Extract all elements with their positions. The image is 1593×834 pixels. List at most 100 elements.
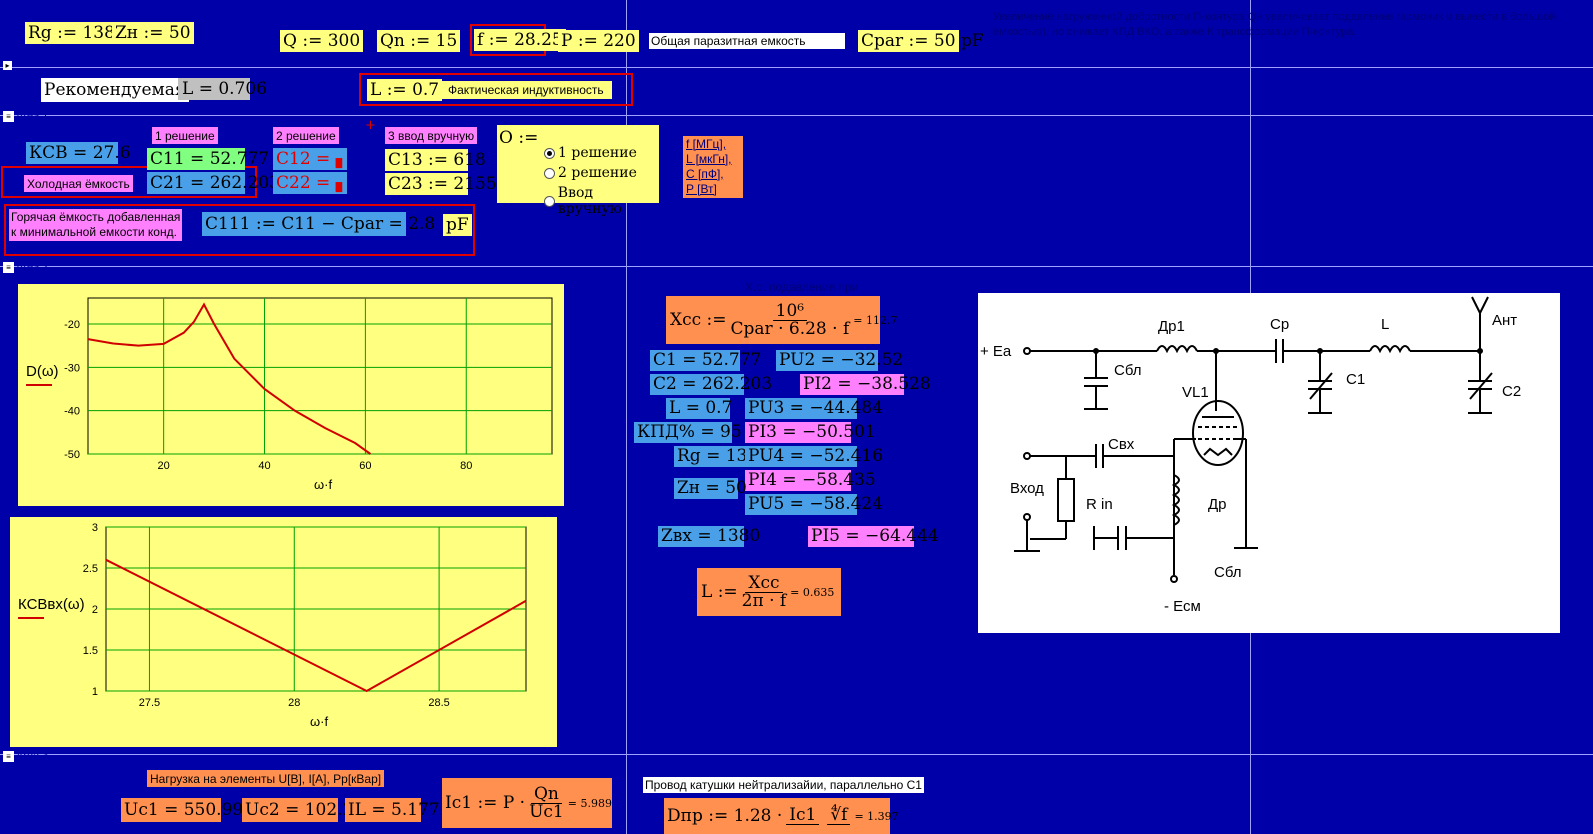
y-tick-label: -20 xyxy=(64,319,80,331)
rin-resistor-icon xyxy=(1057,478,1075,522)
c2-value: C2 = 262.203 xyxy=(650,374,772,395)
vl1-label: VL1 xyxy=(1182,384,1209,401)
collapse-region-2[interactable]: ≡Area 2 xyxy=(3,261,48,273)
load-label: Нагрузка на элементы U[В], I[A], Рр[кВар… xyxy=(147,770,385,787)
wire-label: Провод катушки нейтрализайии, параллельн… xyxy=(643,777,924,793)
x-tick-label: 28.5 xyxy=(428,697,449,709)
l-set-input[interactable]: L := 0.7 xyxy=(367,79,443,101)
xcc-numerator: 10⁶ xyxy=(772,302,808,321)
l-fact-label: Фактическая индуктивность xyxy=(440,81,612,99)
tube-icon xyxy=(1192,400,1244,466)
ic1-denominator: Uc1 xyxy=(529,801,564,822)
ic1-result: = 5.989 xyxy=(567,796,612,810)
hot-capacity-frame xyxy=(4,204,475,256)
plot-area xyxy=(87,297,553,455)
radio-solution-1[interactable]: 1 решение xyxy=(544,145,637,161)
c13-input[interactable]: C13 := 618 xyxy=(385,149,486,171)
zh-value: Zн = 50 xyxy=(674,478,747,499)
hot-capacity-line-2: к минимальной емкости конд. xyxy=(11,225,177,239)
xcc-lhs: Xcc := xyxy=(670,309,727,330)
c11-value: C11 = 52.777 xyxy=(147,148,269,170)
qn-input[interactable]: Qn := 15 xyxy=(377,30,461,52)
plus-marker: + xyxy=(365,118,376,133)
unit-l: L [мкГн], xyxy=(686,152,732,166)
l-label: L xyxy=(1381,316,1389,333)
pu4-value: PU4 = −52.416 xyxy=(745,446,883,467)
dr1-inductor-icon xyxy=(1156,345,1198,354)
c1-value: C1 = 52.777 xyxy=(650,350,761,371)
dr1-label: Др1 xyxy=(1158,318,1185,335)
zvx-value: Zвх = 1380 xyxy=(658,526,760,547)
c2-label: C2 xyxy=(1502,383,1521,400)
calc-title: Х.с. подавления при xyxy=(745,280,859,294)
x-tick-label: 20 xyxy=(158,460,170,472)
dpr-numerator-1: Ic1 xyxy=(786,807,820,825)
svx-label: Свх xyxy=(1108,436,1135,453)
terminal-icon xyxy=(1023,347,1031,355)
l2-numerator: Xcc xyxy=(745,574,783,593)
collapse-region-1[interactable]: ≡Area 1 xyxy=(3,110,48,122)
p-input[interactable]: P := 220 xyxy=(558,30,639,52)
x-axis-label: ω·f xyxy=(310,714,328,729)
zh-input[interactable]: Zн := 50 xyxy=(112,22,194,44)
pf-unit: pF xyxy=(961,30,984,51)
c21-value: C21 = 262.203 xyxy=(147,172,280,194)
c1-label: C1 xyxy=(1346,371,1365,388)
radio-label: 2 решение xyxy=(558,165,637,181)
pu5-value: PU5 = −58.424 xyxy=(745,494,883,515)
recommended-label: Рекомендуемая xyxy=(41,78,189,102)
f-input[interactable]: f := 28.25 xyxy=(474,29,566,51)
region-arrow-icon[interactable]: ▸ xyxy=(3,61,12,70)
x-tick-label: 28 xyxy=(288,697,300,709)
x-tick-label: 60 xyxy=(359,460,371,472)
unit-c: C [пФ], xyxy=(686,167,724,181)
radio-label: 1 решение xyxy=(558,145,637,161)
cpar-input[interactable]: Cpar := 50 xyxy=(858,30,959,52)
ic1-lhs: Ic1 := P · xyxy=(445,792,526,813)
rin-label: R in xyxy=(1086,496,1113,513)
pu2-value: PU2 = −32.52 xyxy=(776,350,903,371)
l2-lhs: L := xyxy=(701,581,738,602)
radio-dot-icon xyxy=(544,195,555,207)
q-input[interactable]: Q := 300 xyxy=(280,30,364,52)
dr-inductor-icon xyxy=(1171,474,1180,526)
region-label: Area 3 xyxy=(16,750,49,762)
c23-input[interactable]: C23 := 2155 xyxy=(385,173,497,195)
qn-note: Увеличение нагруженной добротности П-кон… xyxy=(993,11,1556,38)
collapse-region-3[interactable]: ≡Area 3 xyxy=(3,750,48,762)
page-guide-vertical xyxy=(626,0,627,834)
radio-solution-2[interactable]: 2 решение xyxy=(544,165,637,181)
y-tick-label: -50 xyxy=(64,449,80,461)
o-label: O := xyxy=(499,128,539,148)
hot-capacity-line-1: Горячая ёмкость добавленная xyxy=(11,210,181,224)
dpr-result: = 1.397 xyxy=(854,809,899,823)
lock-icon: ≡ xyxy=(3,750,14,762)
schematic-panel: + Eа Сбл Др1 Cр C1 L Ант C2 VL1 xyxy=(978,293,1560,633)
radio-dot-icon xyxy=(544,147,555,159)
x-axis-label: ω·f xyxy=(314,477,332,492)
l-fact-frame xyxy=(359,73,633,106)
solution-3-label: 3 ввод вручную xyxy=(385,127,478,144)
c111-formula: C111 := C11 − Cpar = 2.8 xyxy=(202,212,435,236)
sbl2-label: Сбл xyxy=(1214,564,1242,581)
l-value: L = 0.7 xyxy=(666,398,732,419)
kpd-value: КПД% = 95 xyxy=(634,422,742,443)
radio-label: Ввод вручную xyxy=(557,185,622,217)
esm-label: - Есм xyxy=(1164,598,1201,615)
radio-manual[interactable]: Ввод вручную xyxy=(544,185,659,217)
xcc-result: = 112.7 xyxy=(853,313,898,327)
y-tick-label: 3 xyxy=(92,522,98,534)
y-tick-label: -40 xyxy=(64,406,80,418)
cpar-label: Общая паразитная емкость xyxy=(649,33,845,49)
x-tick-label: 27.5 xyxy=(139,697,160,709)
rg-input[interactable]: Rg := 1380 xyxy=(25,22,129,44)
uc1-value: Uc1 = 550.999 xyxy=(121,798,254,822)
sbl-label: Сбл xyxy=(1114,362,1142,379)
x-tick-label: 80 xyxy=(460,460,472,472)
ksv-value: КСВ = 27.6 xyxy=(26,142,131,164)
region-label: Area 1 xyxy=(16,110,49,122)
